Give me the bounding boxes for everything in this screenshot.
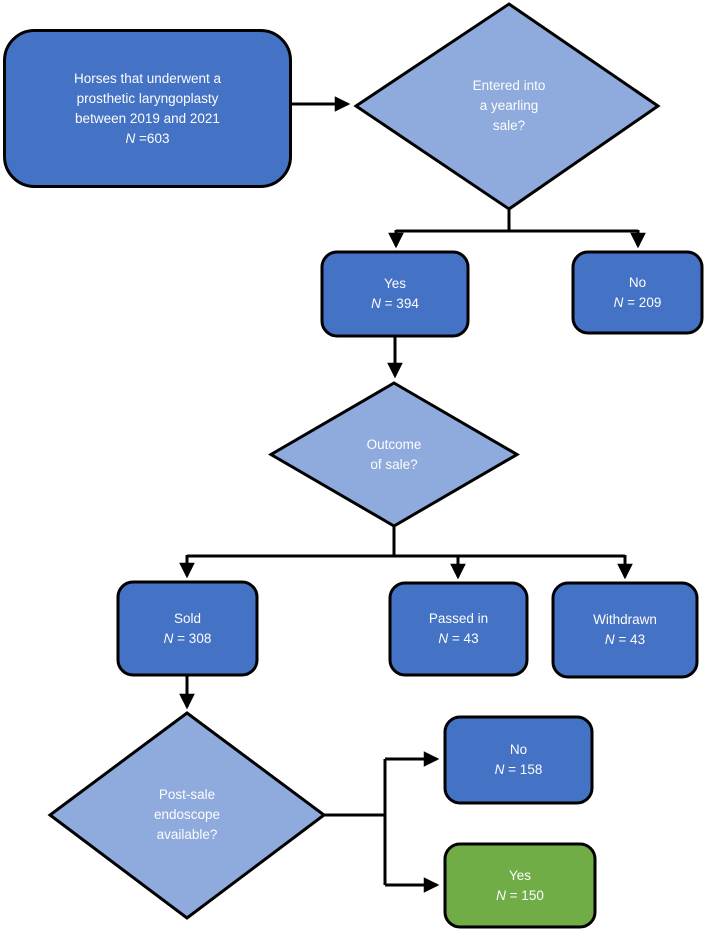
endo-yes-box-shape (443, 842, 597, 929)
endoscope-diamond-shape (47, 711, 327, 920)
outcome-diamond-shape (268, 381, 520, 528)
yearling-sale-diamond-shape (353, 2, 661, 211)
sold-box-shape (116, 580, 259, 677)
connector-lines (179, 96, 646, 893)
branch-outcome (187, 525, 625, 558)
withdrawn-box-shape (551, 581, 699, 679)
yes-sale-box-shape (320, 250, 470, 338)
no-sale-box-shape (571, 250, 704, 335)
branch-endoscope (322, 759, 387, 885)
start-box-shape (3, 29, 292, 188)
passed-in-box-shape (388, 581, 529, 677)
endo-no-box-shape (443, 715, 594, 805)
branch-yearling (396, 208, 638, 233)
